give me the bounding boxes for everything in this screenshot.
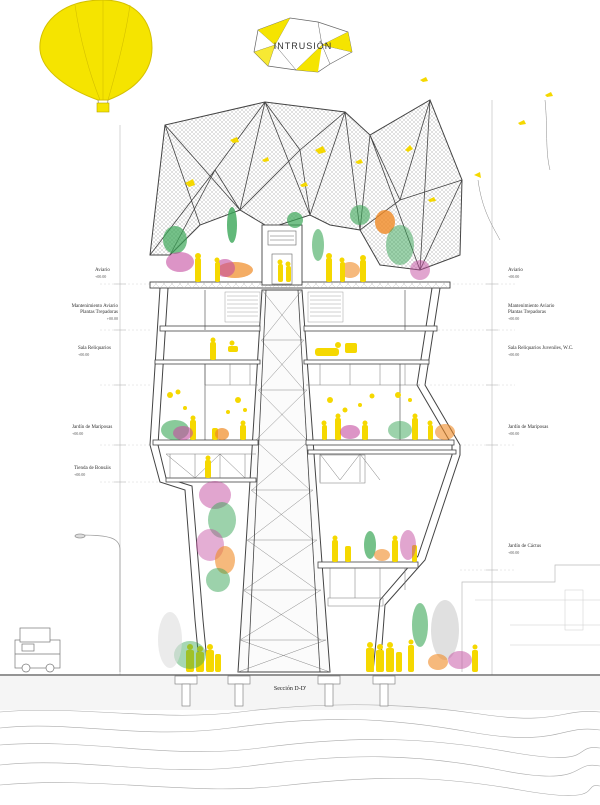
- birds-icon: [185, 77, 553, 202]
- title-logo: INTRUSIÓN: [253, 17, 353, 73]
- level-name: Tienda de Bonsáis: [74, 466, 111, 471]
- level-name: Jardín de Mariposas: [508, 425, 549, 430]
- level-elevation: +00.00: [106, 316, 118, 321]
- level-elevation: +00.00: [508, 352, 520, 357]
- page-title: INTRUSIÓN: [274, 41, 333, 51]
- background-building: [461, 564, 600, 672]
- level-elevation: +00.00: [508, 550, 520, 555]
- level-elevation: +00.00: [508, 274, 520, 279]
- level-people: [186, 337, 478, 672]
- level-name: Jardín de Cáctus: [508, 544, 542, 549]
- level-label-left-sala: Sala Reliquarios +00.00: [78, 346, 111, 358]
- level-elevation: +00.00: [72, 431, 84, 436]
- garden-plants: [158, 420, 472, 670]
- truck-icon: [14, 627, 61, 673]
- hot-air-balloon-icon: [39, 0, 153, 113]
- level-name: Jardín de Mariposas: [72, 425, 113, 430]
- level-name: Mantenimiento Aviario Plantas Trepadoras: [71, 304, 118, 315]
- level-label-right-mantenimiento: Mantenimiento Aviario Plantas Trepadoras…: [508, 298, 588, 328]
- level-name: Sala Reliquarios: [78, 346, 111, 351]
- level-name: Aviario: [95, 268, 110, 273]
- roof-plants: [163, 205, 430, 280]
- level-label-right-aviario: Aviario +00.00: [508, 268, 523, 280]
- butterflies-icon: [167, 389, 412, 414]
- section-label: Sección D-D': [274, 686, 306, 692]
- level-label-left-mantenimiento: Mantenimiento Aviario Plantas Trepadoras…: [62, 298, 118, 328]
- street-lamp-icon: [74, 533, 121, 672]
- ground-section: [0, 674, 600, 796]
- level-elevation: +00.00: [508, 431, 520, 436]
- level-label-left-tienda: Tienda de Bonsáis +00.00: [74, 466, 111, 478]
- floor-slabs: [152, 325, 457, 569]
- level-label-right-sala: Sala Reliquarios Juveniles, W.C. +00.00: [508, 346, 596, 358]
- level-label-right-cactus: Jardín de Cáctus +00.00: [508, 544, 541, 556]
- level-label-left-jardin: Jardín de Mariposas +00.00: [72, 425, 112, 437]
- level-elevation: +00.00: [508, 316, 520, 321]
- level-name: Aviario: [508, 268, 523, 273]
- roof-people: [195, 253, 366, 282]
- central-truss-tower: [237, 289, 331, 673]
- level-elevation: +00.00: [95, 274, 107, 279]
- level-label-left-aviario: Aviario +00.00: [95, 268, 110, 280]
- level-label-right-jardin: Jardín de Mariposas +00.00: [508, 425, 548, 437]
- level-name: Sala Reliquarios Juveniles, W.C.: [508, 346, 574, 351]
- level-elevation: +00.00: [78, 352, 90, 357]
- level-name: Mantenimiento Aviario Plantas Trepadoras: [508, 304, 555, 315]
- interior-panels: [224, 291, 344, 323]
- level-elevation: +00.00: [74, 472, 86, 477]
